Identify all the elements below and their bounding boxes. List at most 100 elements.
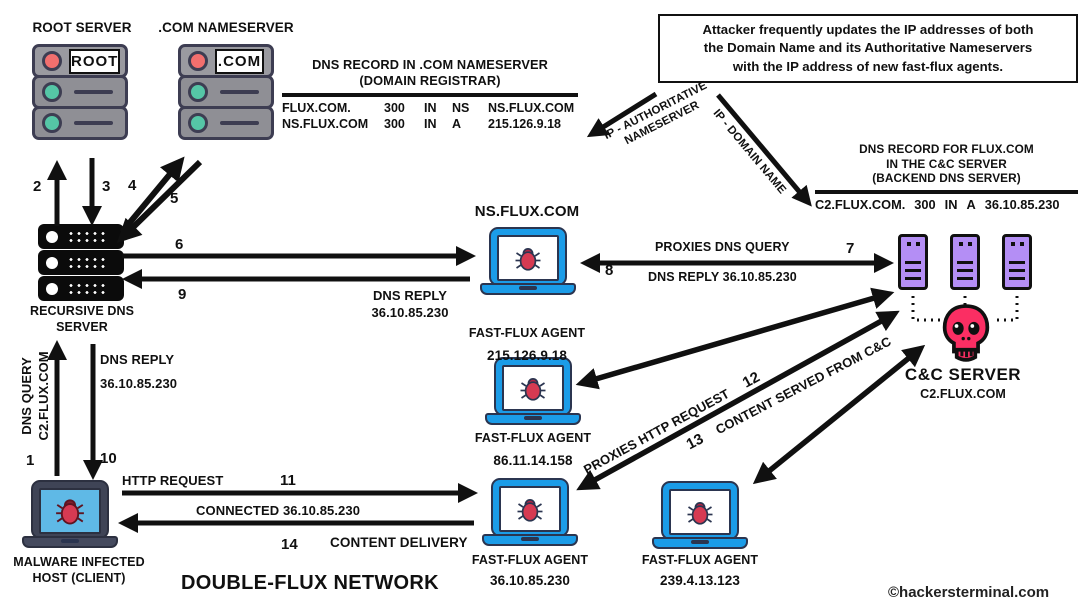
dns-query-line2: C2.FLUX.COM bbox=[36, 351, 51, 441]
malware-host-label: MALWARE INFECTED HOST (CLIENT) bbox=[0, 554, 158, 587]
dns-query-vertical-label: DNS QUERY C2.FLUX.COM bbox=[19, 321, 53, 471]
record-cell: 300 bbox=[914, 197, 936, 213]
root-server-icon: ROOT bbox=[32, 44, 128, 140]
record-cell: IN bbox=[944, 197, 958, 213]
record-divider bbox=[282, 92, 578, 97]
cc-record-title: DNS RECORD FOR FLUX.COM bbox=[859, 142, 1034, 156]
agent2-ip: 86.11.14.158 bbox=[493, 453, 573, 468]
record-cell: IN bbox=[424, 117, 437, 132]
arrow-5-com-to-recursive bbox=[116, 159, 203, 244]
agent2-label: FAST-FLUX AGENT bbox=[474, 431, 592, 445]
bug-icon bbox=[520, 377, 546, 401]
nsflux-agent-label: FAST-FLUX AGENT bbox=[468, 326, 586, 340]
step-14: 14 bbox=[281, 536, 298, 553]
step-2: 2 bbox=[33, 178, 42, 195]
cc-record-title2: IN THE C&C SERVER bbox=[886, 156, 1007, 171]
dns-reply-10-line2: 36.10.85.230 bbox=[100, 375, 178, 391]
attacker-note-line2: the Domain Name and its Authoritative Na… bbox=[703, 40, 1033, 56]
nsflux-agent-ip: 215.126.9.18 bbox=[486, 348, 568, 363]
record-cell: NS.FLUX.COM bbox=[488, 100, 575, 115]
record-cell: C2.FLUX.COM. bbox=[815, 197, 906, 213]
agent3-laptop-icon bbox=[482, 478, 578, 546]
led-red-icon bbox=[188, 51, 208, 71]
skull-icon bbox=[940, 303, 992, 368]
record-cell: 300 bbox=[384, 117, 405, 132]
cc-server-domain: C2.FLUX.COM bbox=[920, 387, 1006, 401]
agent3-label: FAST-FLUX AGENT bbox=[471, 553, 589, 567]
malware-host-line2: HOST (CLIENT) bbox=[32, 571, 126, 586]
arrow-12-proxies-http bbox=[576, 310, 900, 491]
step-6: 6 bbox=[175, 236, 184, 253]
step-3: 3 bbox=[102, 178, 111, 195]
led-white-icon bbox=[46, 256, 58, 269]
attacker-note-line1: Attacker frequently updates the IP addre… bbox=[702, 22, 1034, 37]
step-11: 11 bbox=[280, 472, 296, 489]
record-cell: A bbox=[966, 197, 976, 213]
dns-query-line1: DNS QUERY bbox=[19, 357, 35, 435]
agent4-ip: 239.4.13.123 bbox=[659, 573, 741, 588]
record-cell: NS.FLUX.COM bbox=[282, 117, 369, 132]
http-request-label: HTTP REQUEST bbox=[122, 473, 224, 488]
server-tower-icon bbox=[1002, 234, 1032, 290]
vent-dots-icon bbox=[67, 282, 109, 295]
record-cell: NS bbox=[452, 100, 470, 115]
cc-dashed-link-left bbox=[911, 296, 941, 322]
com-record-subtitle: (DOMAIN REGISTRAR) bbox=[359, 72, 501, 88]
bug-icon bbox=[517, 498, 543, 522]
step-10: 10 bbox=[100, 450, 117, 467]
watermark: ©hackersterminal.com bbox=[888, 584, 1050, 601]
led-teal-icon bbox=[188, 113, 208, 133]
rack-slot-icon bbox=[220, 90, 259, 94]
dns-reply-9-line2: 36.10.85.230 bbox=[371, 304, 449, 320]
nsflux-title: NS.FLUX.COM bbox=[474, 203, 580, 220]
com-record-row-1: FLUX.COM. 300 IN NS NS.FLUX.COM bbox=[282, 100, 578, 116]
led-white-icon bbox=[46, 282, 58, 295]
step-1: 1 bbox=[26, 452, 35, 469]
led-white-icon bbox=[46, 230, 58, 243]
step-9: 9 bbox=[178, 286, 187, 303]
vent-dots-icon bbox=[67, 230, 109, 243]
led-teal-icon bbox=[42, 113, 62, 133]
com-badge: .COM bbox=[215, 48, 264, 74]
rack-slot-icon bbox=[74, 90, 113, 94]
arrow-ip-domain-name bbox=[716, 93, 812, 207]
cc-dns-record-block: DNS RECORD FOR FLUX.COM IN THE C&C SERVE… bbox=[815, 142, 1078, 212]
agent4-laptop-icon bbox=[652, 481, 748, 549]
attacker-note-box: Attacker frequently updates the IP addre… bbox=[658, 14, 1078, 84]
nsflux-laptop-icon bbox=[480, 227, 576, 295]
step-4: 4 bbox=[128, 177, 137, 194]
step-13: 13 bbox=[683, 430, 707, 454]
record-cell: 215.126.9.18 bbox=[488, 117, 561, 132]
connected-label: CONNECTED 36.10.85.230 bbox=[196, 503, 361, 518]
diagram-title: DOUBLE-FLUX NETWORK bbox=[181, 572, 439, 594]
root-server-label: ROOT SERVER bbox=[32, 20, 132, 35]
bug-icon bbox=[687, 501, 713, 525]
record-cell: A bbox=[452, 117, 462, 132]
ip-domain-name-label: IP - DOMAIN NAME bbox=[710, 107, 788, 197]
rack-slot-icon bbox=[220, 121, 259, 125]
com-nameserver-label: .COM NAMESERVER bbox=[158, 20, 294, 35]
recursive-dns-line1: RECURSIVE DNS bbox=[29, 304, 135, 318]
step-5: 5 bbox=[170, 190, 179, 207]
rack-slot-icon bbox=[74, 121, 113, 125]
agent4-label: FAST-FLUX AGENT bbox=[641, 553, 759, 567]
dns-reply-10-line1: DNS REPLY bbox=[100, 352, 175, 367]
dns-reply-8-label: DNS REPLY 36.10.85.230 bbox=[648, 270, 797, 284]
agent3-ip: 36.10.85.230 bbox=[489, 573, 571, 588]
record-divider bbox=[815, 190, 1078, 195]
led-teal-icon bbox=[188, 82, 208, 102]
dns-reply-10-label: DNS REPLY 36.10.85.230 bbox=[100, 352, 230, 393]
record-cell: FLUX.COM. bbox=[282, 100, 351, 115]
dns-reply-9-label: DNS REPLY 36.10.85.230 bbox=[340, 288, 480, 322]
recursive-dns-label: RECURSIVE DNS SERVER bbox=[8, 303, 156, 336]
record-cell: 300 bbox=[384, 100, 405, 115]
com-record-title: DNS RECORD IN .COM NAMESERVER bbox=[312, 57, 548, 72]
server-tower-icon bbox=[898, 234, 928, 290]
server-tower-icon bbox=[950, 234, 980, 290]
root-badge: ROOT bbox=[69, 48, 121, 74]
recursive-dns-icon bbox=[38, 224, 124, 302]
record-cell: IN bbox=[424, 100, 437, 115]
cc-record-row: C2.FLUX.COM. 300 IN A 36.10.85.230 bbox=[815, 197, 1078, 212]
com-dns-record-block: DNS RECORD IN .COM NAMESERVER (DOMAIN RE… bbox=[282, 57, 578, 132]
